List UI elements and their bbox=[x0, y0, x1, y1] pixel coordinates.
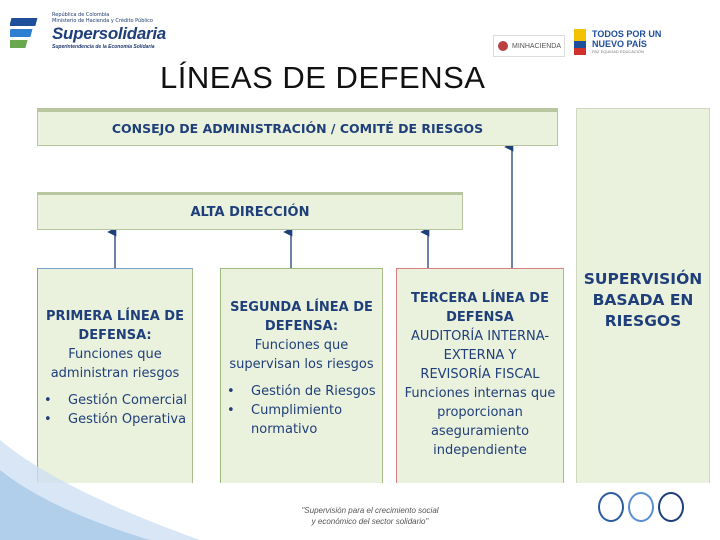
alta-direccion-box: ALTA DIRECCIÓN bbox=[37, 192, 463, 230]
supervision-box: SUPERVISIÓN BASADA EN RIESGOS bbox=[576, 108, 710, 483]
todos-line1: TODOS POR UN bbox=[592, 29, 662, 39]
col3-head3: AUDITORÍA INTERNA- bbox=[410, 329, 550, 344]
cert-icon-2 bbox=[628, 492, 654, 522]
brand-name: Supersolidaria bbox=[52, 24, 166, 43]
supervision-line1: SUPERVISIÓN bbox=[583, 270, 703, 288]
col1-bullet-1: Gestión Comercial bbox=[68, 393, 187, 408]
col2-bullet-2-cont: normativo bbox=[251, 422, 318, 437]
logo-line1: República de Colombia bbox=[52, 12, 110, 18]
page-title: LÍNEAS DE DEFENSA bbox=[160, 60, 486, 95]
logo-mark-icon bbox=[10, 18, 38, 48]
flag-icon bbox=[574, 29, 586, 55]
col1-bullet-2: Gestión Operativa bbox=[68, 412, 187, 427]
brand-subtitle: Superintendencia de la Economía Solidari… bbox=[52, 44, 155, 50]
col1-desc2: administran riesgos bbox=[50, 366, 180, 381]
cert-icon-1 bbox=[598, 492, 624, 522]
col2-head1: SEGUNDA LÍNEA DE bbox=[230, 300, 373, 315]
quote-line1: "Supervisión para el crecimiento social bbox=[301, 506, 439, 515]
tercera-linea-box: TERCERA LÍNEA DE DEFENSA AUDITORÍA INTER… bbox=[396, 268, 564, 483]
col2-desc1: Funciones que bbox=[254, 338, 349, 353]
col3-desc2: proporcionan bbox=[437, 405, 523, 420]
quote-line2: y económico del sector solidario" bbox=[311, 517, 429, 526]
certification-logos bbox=[598, 492, 684, 524]
todos-subline: PAZ EQUIDAD EDUCACIÓN bbox=[592, 49, 644, 54]
primera-linea-box: PRIMERA LÍNEA DE DEFENSA: Funciones que … bbox=[37, 268, 193, 483]
list-item: •Gestión Operativa bbox=[44, 412, 187, 427]
shield-icon bbox=[498, 41, 508, 51]
col2-head2: DEFENSA: bbox=[264, 319, 339, 334]
supervision-line3: RIESGOS bbox=[604, 312, 682, 330]
minhacienda-logo: MINHACIENDA bbox=[493, 35, 565, 57]
col3-desc1: Funciones internas que bbox=[404, 386, 556, 401]
col2-desc2: supervisan los riesgos bbox=[229, 357, 374, 372]
logo-line2: Ministerio de Hacienda y Crédito Público bbox=[52, 18, 153, 24]
supersolidaria-logo: República de Colombia Ministerio de Haci… bbox=[10, 10, 170, 62]
todos-line2: NUEVO PAÍS bbox=[592, 39, 647, 49]
list-item: •Cumplimiento bbox=[227, 403, 343, 418]
col3-head5: REVISORÍA FISCAL bbox=[420, 367, 540, 382]
col1-head1: PRIMERA LÍNEA DE bbox=[46, 309, 184, 324]
minhacienda-label: MINHACIENDA bbox=[512, 42, 562, 50]
col1-desc1: Funciones que bbox=[68, 347, 162, 362]
col3-desc4: independiente bbox=[433, 443, 527, 458]
col1-head2: DEFENSA: bbox=[78, 328, 152, 343]
cert-icon-3 bbox=[658, 492, 684, 522]
list-item: •Gestión Comercial bbox=[44, 393, 187, 408]
col3-head1: TERCERA LÍNEA DE bbox=[411, 291, 549, 306]
segunda-linea-box: SEGUNDA LÍNEA DE DEFENSA: Funciones que … bbox=[220, 268, 383, 483]
list-item-cont: normativo bbox=[227, 420, 382, 439]
col3-desc3: aseguramiento bbox=[430, 424, 530, 439]
col3-head2: DEFENSA bbox=[446, 310, 514, 325]
decorative-swoosh bbox=[0, 440, 200, 540]
col3-head4: EXTERNA Y bbox=[443, 348, 517, 363]
list-item: •Gestión de Riesgos bbox=[227, 384, 376, 399]
col2-bullet-2: Cumplimiento bbox=[251, 403, 343, 418]
supervision-line2: BASADA EN bbox=[592, 291, 694, 309]
consejo-box: CONSEJO DE ADMINISTRACIÓN / COMITÉ DE RI… bbox=[37, 108, 558, 146]
todos-por-un-nuevo-pais-logo: TODOS POR UN NUEVO PAÍS PAZ EQUIDAD EDUC… bbox=[570, 25, 690, 61]
col2-bullet-1: Gestión de Riesgos bbox=[251, 384, 376, 399]
footer-quote: "Supervisión para el crecimiento social … bbox=[290, 505, 450, 527]
